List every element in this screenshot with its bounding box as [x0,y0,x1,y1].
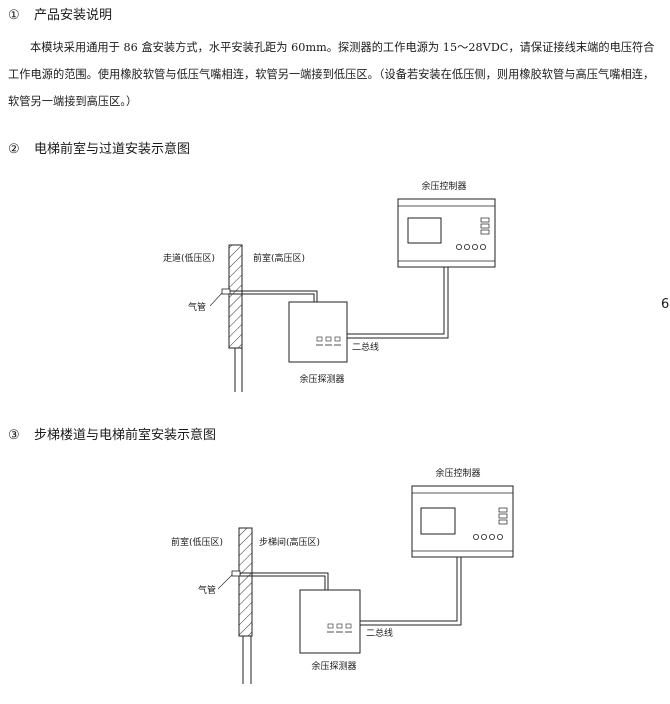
left-zone-label: 前室(低压区) [171,536,223,548]
section-1-heading: ① 产品安装说明 [8,8,112,24]
svg-text:气管: 气管 [188,301,206,313]
bus-cable [360,557,462,626]
section-2-number: ② [8,142,20,157]
svg-text:前室(低压区): 前室(低压区) [171,536,223,548]
left-zone-label: 走道(低压区) [163,252,215,264]
controller-label: 余压控制器 [435,467,480,479]
controller-unit [411,485,514,558]
controller-unit [397,198,496,268]
right-zone-label: 前室(高压区) [253,252,305,264]
wall [228,244,243,392]
right-zone-label: 步梯间(高压区) [259,536,320,548]
detector-unit [299,589,361,654]
svg-text:余压控制器: 余压控制器 [421,180,466,192]
section-3-heading: ③ 步梯楼道与电梯前室安装示意图 [8,428,216,444]
svg-text:步梯间(高压区): 步梯间(高压区) [259,536,320,548]
svg-text:余压探测器: 余压探测器 [299,373,344,385]
installation-paragraph: 本模块采用通用于 86 盒安装方式，水平安装孔距为 60mm。探测器的工作电源为… [8,41,655,108]
bus-cable [347,267,449,339]
air-pipe-label: 气管 [188,301,206,313]
detector-label: 余压探测器 [299,373,344,385]
svg-text:走道(低压区): 走道(低压区) [163,252,215,264]
svg-text:余压探测器: 余压探测器 [311,660,356,672]
stray-page-mark: 6 [661,297,670,312]
bus-label: 二总线 [366,627,393,639]
svg-text:前室(高压区): 前室(高压区) [253,252,305,264]
svg-text:余压控制器: 余压控制器 [435,467,480,479]
wall [238,527,253,684]
controller-label: 余压控制器 [421,180,466,192]
svg-text:二总线: 二总线 [366,627,393,639]
air-pipe [217,570,329,590]
section-2-title: 电梯前室与过道安装示意图 [34,142,191,157]
stairwell-lobby-diagram: 余压控制器 前室(低压区) 步梯间(高压区) 气管 [171,467,514,684]
air-pipe [209,288,318,307]
svg-text:气管: 气管 [198,584,216,596]
section-2-heading: ② 电梯前室与过道安装示意图 [8,142,190,158]
air-pipe-label: 气管 [198,584,216,596]
section-1-title: 产品安装说明 [34,8,113,23]
section-3-number: ③ [8,428,20,443]
elevator-lobby-corridor-diagram: 余压控制器 走道(低压区) 前室(高压区) 气管 [163,180,496,392]
section-3-title: 步梯楼道与电梯前室安装示意图 [34,428,217,443]
section-1-number: ① [8,8,20,23]
detector-label: 余压探测器 [311,660,356,672]
svg-text:二总线: 二总线 [352,341,379,353]
bus-label: 二总线 [352,341,379,353]
detector-unit [288,301,348,363]
